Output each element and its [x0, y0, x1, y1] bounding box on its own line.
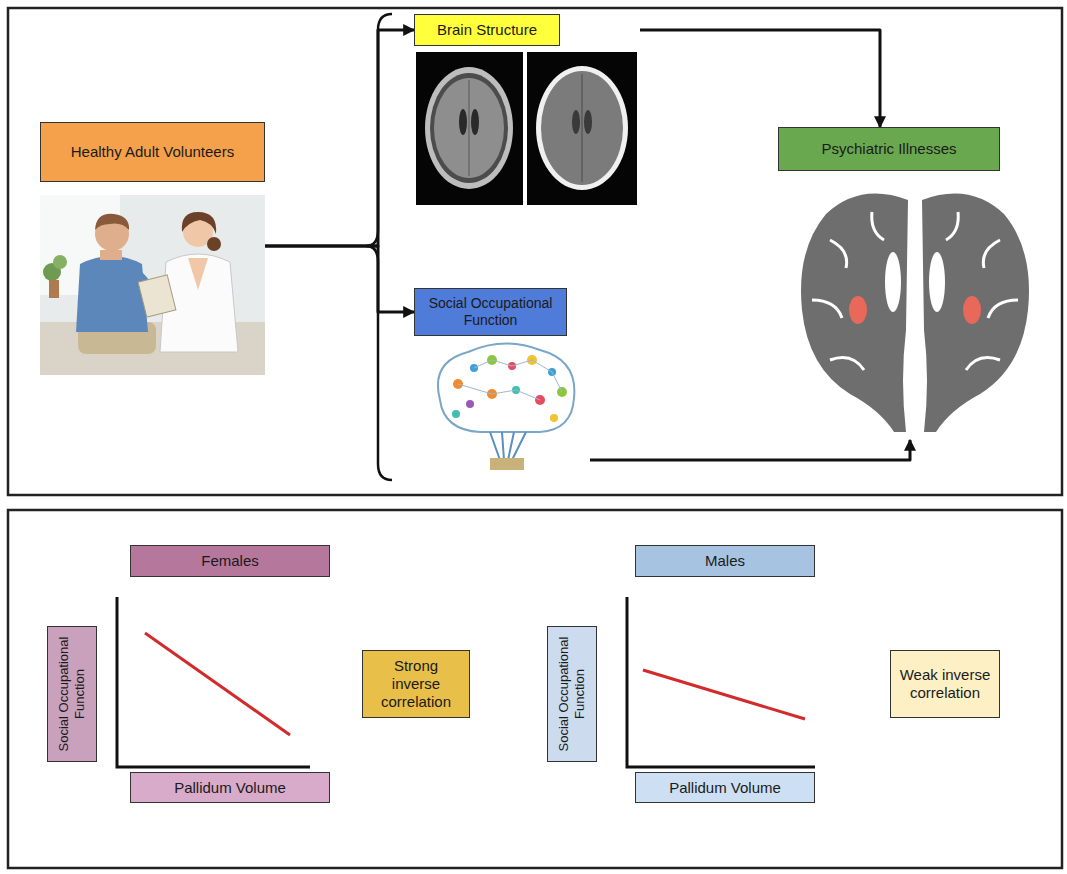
midline: [468, 80, 470, 176]
axis-box: Social Occupational Function: [547, 626, 597, 762]
trend-line: [145, 633, 290, 735]
node-label: Males: [705, 552, 745, 570]
group-box: Healthy Adult Volunteers: [40, 122, 265, 377]
coronal-brain: [801, 194, 1029, 432]
node-label: Brain Structure: [414, 14, 560, 46]
axis-box: Social Occupational Function: [47, 626, 97, 762]
node-label: Females: [201, 552, 259, 570]
connector-arrow: [265, 30, 414, 246]
doctor-hair: [182, 212, 216, 234]
icon-dot: [466, 400, 474, 408]
icon-links: [458, 360, 562, 400]
node-label: Pallidum Volume: [174, 779, 286, 797]
chart-axes: [117, 597, 310, 767]
skull: [430, 73, 508, 183]
brain-tissue: [434, 78, 504, 178]
icon-dot: [452, 410, 460, 418]
group-box: Brain Structure: [414, 14, 640, 206]
photo-ground: [40, 195, 265, 375]
ventricle: [885, 252, 901, 312]
top-panel: [8, 8, 1062, 495]
clipboard: [138, 275, 176, 317]
scan-ground: [527, 52, 637, 205]
title-box: Males: [635, 545, 815, 577]
ct-scan: [527, 52, 637, 205]
females-chart: [117, 597, 310, 767]
doctor-bun: [207, 237, 221, 251]
midline: [581, 74, 583, 182]
connector-arrow: [590, 440, 910, 460]
left-hemisphere: [801, 194, 908, 432]
sulci: [812, 212, 884, 370]
ventricle: [584, 110, 592, 134]
right-hemisphere: [922, 194, 1029, 432]
skull: [536, 66, 628, 190]
result-box: Strong inverse correlation: [362, 650, 470, 718]
pallidum-left: [849, 296, 867, 324]
node-label: Social Occupational Function: [556, 630, 587, 758]
brain-outline: [438, 343, 574, 432]
title-box: Females: [130, 545, 330, 577]
scan-ground: [416, 52, 523, 205]
node-label: Pallidum Volume: [669, 779, 781, 797]
ventricle: [471, 109, 479, 135]
result-box: Weak inverse correlation: [890, 650, 1000, 718]
mri-scan: [416, 52, 523, 205]
node-label: Weak inverse correlation: [897, 666, 993, 702]
man-hair: [95, 214, 129, 230]
connector-arrow: [640, 30, 880, 127]
icon-dot: [550, 414, 558, 422]
icon-base: [490, 458, 524, 470]
node-label: Strong inverse correlation: [369, 657, 463, 711]
ventricle: [929, 252, 945, 312]
axis-box: Pallidum Volume: [635, 772, 815, 803]
ventricle: [459, 109, 467, 135]
plant-leaf: [53, 255, 67, 269]
pallidum-right: [963, 296, 981, 324]
consultation-photo: [40, 195, 265, 375]
bottom-panel: [8, 510, 1062, 868]
males-chart: [627, 597, 815, 767]
icon-stem: [490, 432, 526, 460]
man-shirt: [76, 256, 148, 332]
man-neck: [100, 250, 122, 260]
doctor-neck: [188, 258, 208, 290]
node-label: Social Occupational Function: [56, 630, 87, 758]
sulci: [946, 212, 1018, 370]
group-box: Social Occupational Function: [414, 288, 590, 478]
brain-tissue: [541, 71, 623, 185]
node-label: Social Occupational Function: [414, 288, 567, 336]
brain-tree-icon: [438, 343, 574, 470]
scalp: [425, 67, 513, 189]
ventricle: [572, 110, 580, 134]
chart-axes: [627, 597, 815, 767]
trend-line: [643, 670, 805, 719]
node-label: Psychiatric Illnesses: [778, 127, 1000, 171]
axis-box: Pallidum Volume: [130, 772, 330, 803]
connector-arrow: [265, 246, 414, 312]
node-label: Healthy Adult Volunteers: [40, 122, 265, 182]
plant-pot: [49, 280, 59, 298]
group-box: Psychiatric Illnesses: [778, 127, 1040, 440]
